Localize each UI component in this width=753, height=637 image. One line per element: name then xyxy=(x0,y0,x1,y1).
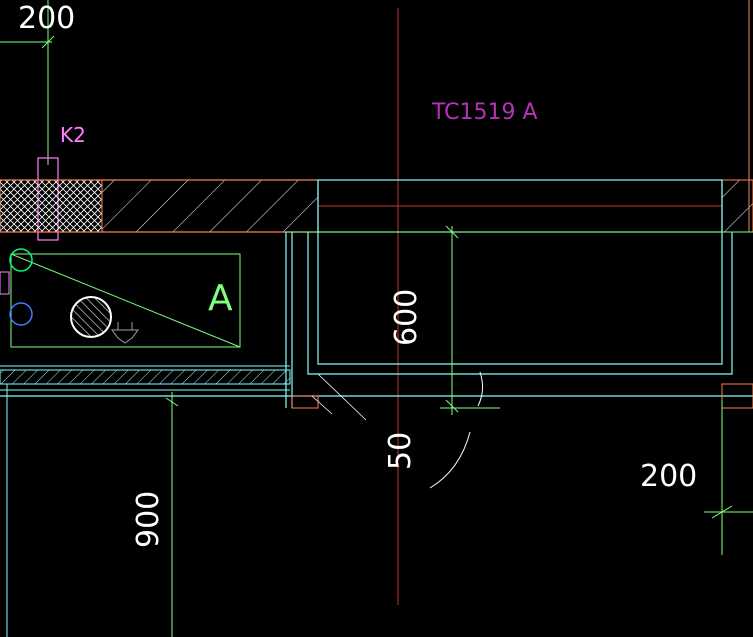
dimension-bottom-left: 900 xyxy=(6,384,179,637)
dimension-top-left: 200 xyxy=(0,0,75,165)
wall-tag-label: K2 xyxy=(60,123,86,147)
equipment-box: A xyxy=(0,248,241,348)
dimension-text-bottom-left: 900 xyxy=(131,491,166,548)
dimension-text-right: 200 xyxy=(640,459,697,494)
drain-arrow-icon xyxy=(111,322,139,344)
drain-pipe-symbol xyxy=(70,296,112,338)
window-tag-label: TC1519 A xyxy=(431,100,538,125)
pipe-circle-top xyxy=(9,248,33,272)
section-letter: A xyxy=(208,278,233,319)
sill-band xyxy=(0,365,753,409)
dimension-text-sill-offset: 50 xyxy=(383,432,418,470)
door-swing-arc-upper xyxy=(477,371,484,407)
pipe-tag-small xyxy=(0,271,10,295)
dimension-text-top-left: 200 xyxy=(18,1,75,36)
leader-line xyxy=(317,373,367,421)
dimension-text-window-depth: 600 xyxy=(389,289,424,346)
leader-line-short xyxy=(311,395,333,415)
wall-section xyxy=(0,0,753,233)
pipe-circle-bottom xyxy=(9,302,33,326)
dimension-right: 200 xyxy=(640,400,753,555)
dimension-window-depth: 600 xyxy=(389,225,500,415)
window-frame xyxy=(285,179,753,408)
door-swing-arc xyxy=(429,431,471,489)
